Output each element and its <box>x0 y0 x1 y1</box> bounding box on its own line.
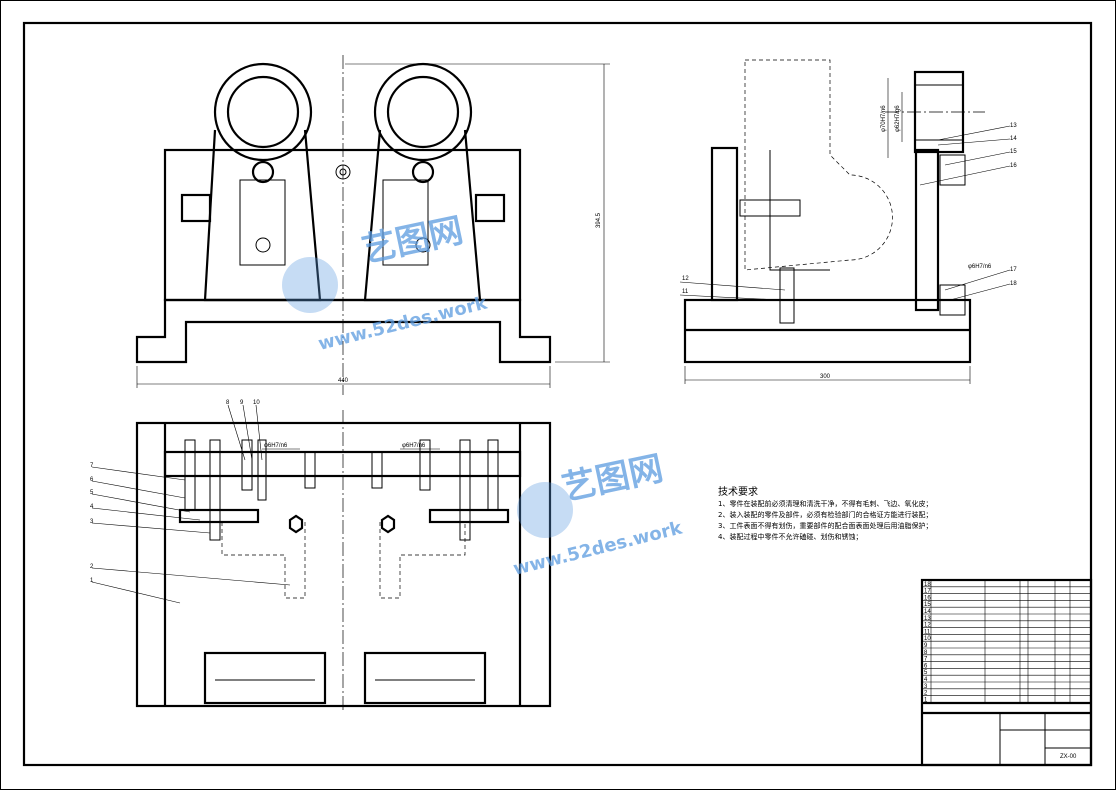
tech-req-item: 4、装配过程中零件不允许磕碰、划伤和锈蚀； <box>718 532 862 541</box>
balloon: 15 <box>1010 149 1017 155</box>
balloon: 18 <box>1010 281 1017 287</box>
parts-list-row-number: 10 <box>924 636 931 642</box>
fit-label: φ62H7/g6 <box>895 105 901 132</box>
parts-list-row-number: 9 <box>924 643 928 649</box>
parts-list-row-number: 15 <box>924 602 931 608</box>
parts-list-row-number: 1 <box>924 697 928 703</box>
balloon: 6 <box>90 477 94 483</box>
watermark-brand: 艺图网 <box>559 448 667 508</box>
fit-label: φ70H7/n6 <box>881 105 887 132</box>
side-view: 300 φ70H7/n6 φ62H7/g6 φ6H7/n6 13 14 15 1… <box>679 59 1017 384</box>
balloon: 17 <box>1010 267 1017 273</box>
tech-req-item: 1、零件在装配前必须清理和清洗干净，不得有毛刺、飞边、氧化皮； <box>718 499 932 508</box>
watermark-url: www.52des.work <box>316 292 490 355</box>
dim-width-front: 440 <box>338 378 349 384</box>
fit-label: φ6H7/n6 <box>264 443 288 449</box>
parts-list-row-number: 18 <box>924 582 931 588</box>
front-view: 440 394.5 <box>135 55 610 395</box>
parts-list-row-number: 14 <box>924 609 931 615</box>
dim-width-side: 300 <box>820 374 831 380</box>
balloon: 9 <box>240 400 244 406</box>
plan-view: φ6H7/n6 φ6H7/n6 7 6 5 4 3 2 1 8 9 10 <box>90 400 552 712</box>
balloon: 4 <box>90 504 94 510</box>
technical-requirements: 技术要求 1、零件在装配前必须清理和清洗干净，不得有毛刺、飞边、氧化皮； 2、装… <box>718 485 932 541</box>
tech-req-title: 技术要求 <box>718 485 758 498</box>
parts-list-row-number: 16 <box>924 595 931 601</box>
dim-height: 394.5 <box>596 212 602 228</box>
tech-req-item: 2、装入装配的零件及部件，必须有检验部门的合格证方能进行装配； <box>718 510 932 519</box>
balloon: 12 <box>682 276 689 282</box>
parts-list-row-number: 4 <box>924 677 928 683</box>
balloon: 1 <box>90 578 94 584</box>
balloon: 10 <box>253 400 260 406</box>
parts-list-row-number: 5 <box>924 670 928 676</box>
watermark-brand: 艺图网 <box>359 210 467 270</box>
balloon: 8 <box>226 400 230 406</box>
balloon: 3 <box>90 519 94 525</box>
parts-list-row-number: 17 <box>924 589 931 595</box>
drawing-frame <box>22 21 1093 767</box>
parts-list-row-number: 6 <box>924 663 928 669</box>
balloon: 2 <box>90 564 94 570</box>
balloon: 16 <box>1010 163 1017 169</box>
parts-list-row-number: 7 <box>924 657 928 663</box>
drawing-number: ZX-00 <box>1060 754 1077 760</box>
watermark: 艺图网 www.52des.work 艺图网 www.52des.work <box>282 210 685 580</box>
balloon: 5 <box>90 490 94 496</box>
tech-req-item: 3、工件表面不得有划伤，重要部件的配合面表面处理后用油脂保护； <box>718 521 932 530</box>
balloon: 13 <box>1010 123 1017 129</box>
balloon: 11 <box>682 289 689 295</box>
parts-list-row-number: 3 <box>924 684 928 690</box>
balloon: 14 <box>1010 136 1017 142</box>
parts-list-row-number: 11 <box>924 629 931 635</box>
balloon: 7 <box>90 463 94 469</box>
parts-list-row-number: 8 <box>924 650 928 656</box>
fit-label: φ6H7/n6 <box>968 264 992 270</box>
fit-label: φ6H7/n6 <box>402 443 426 449</box>
parts-list-row-number: 12 <box>924 623 931 629</box>
parts-list-row-number: 2 <box>924 691 928 697</box>
parts-list-row-number: 13 <box>924 616 931 622</box>
